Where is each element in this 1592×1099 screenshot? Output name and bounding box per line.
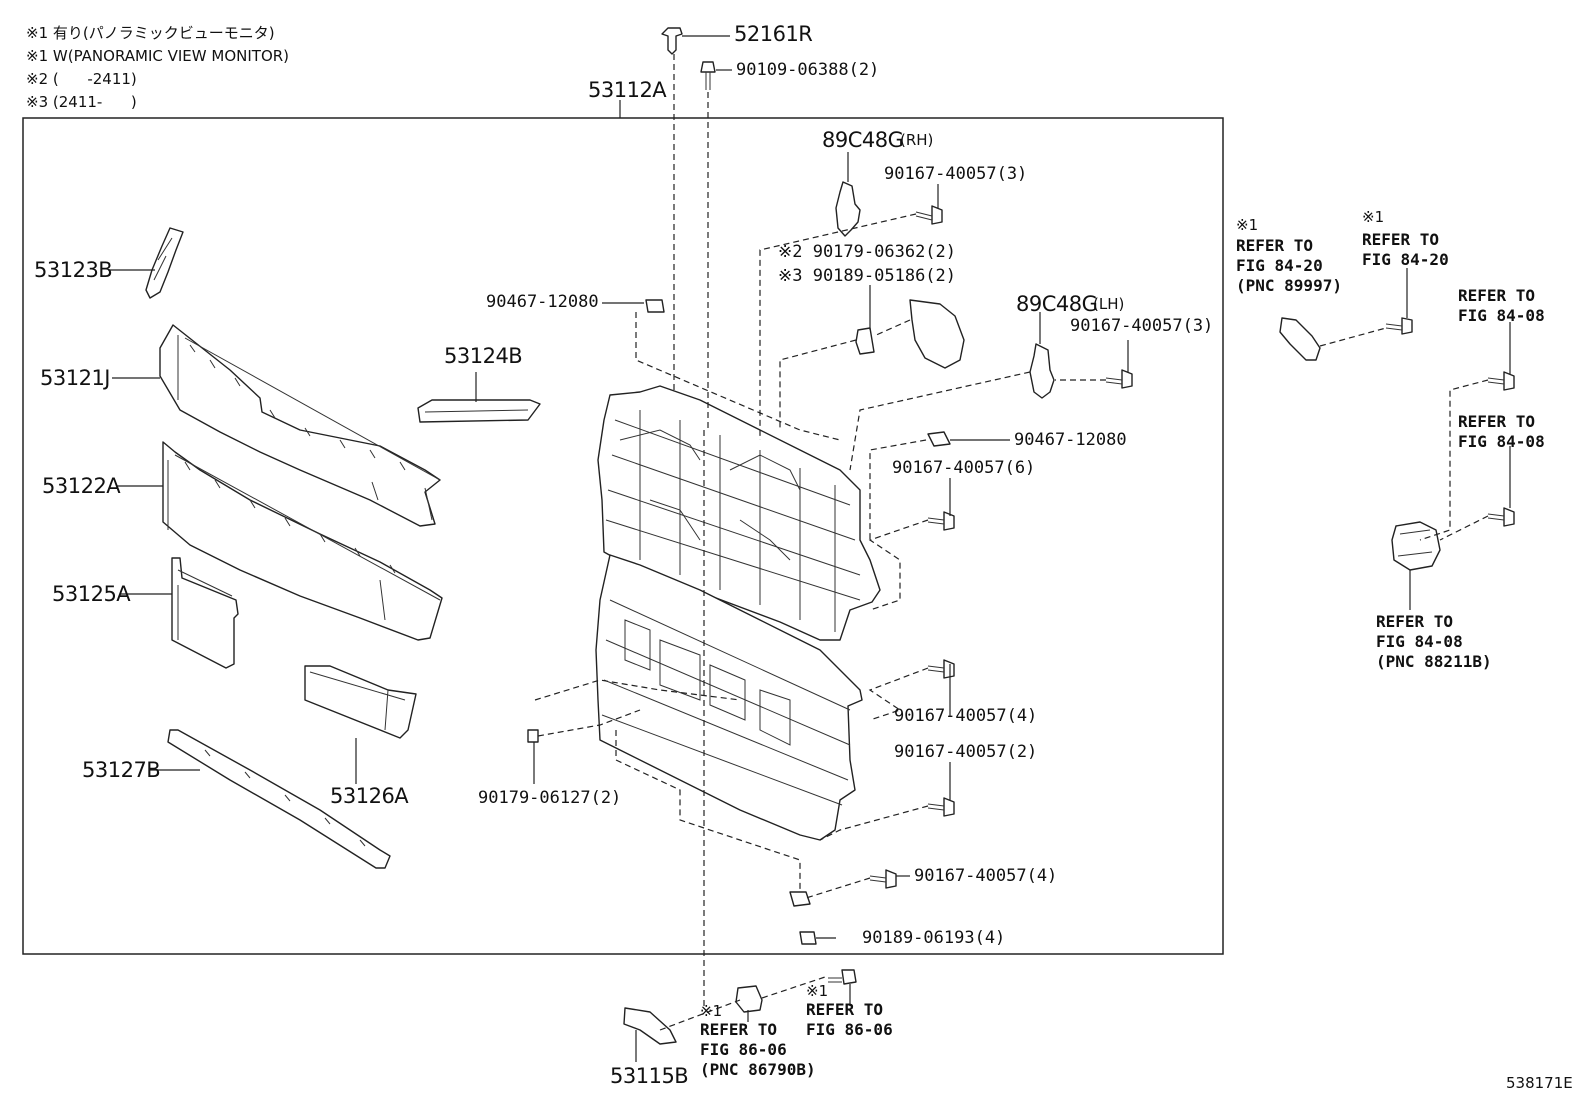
part-53127B (167, 729, 391, 869)
part-53123B (145, 227, 184, 299)
label-note2-90179: ※2 90179-06362(2) (778, 242, 957, 262)
label-53112A: 53112A (588, 78, 667, 102)
part-53126A (304, 665, 417, 739)
bracket-sensor-mount (855, 299, 965, 369)
note-3: ※2 ( -2411) (26, 70, 137, 88)
grille-panel-lower (595, 554, 863, 841)
label-90189-06193: 90189-06193(4) (862, 928, 1006, 948)
label-90167-40057-3b: 90167-40057(3) (1070, 316, 1214, 336)
label-note3-90189: ※3 90189-05186(2) (778, 266, 957, 286)
label-53127B: 53127B (82, 758, 161, 782)
label-90109-06388: 90109-06388(2) (736, 60, 880, 80)
radar-sensor-88211B (1391, 521, 1441, 571)
screw-group (527, 205, 1133, 945)
label-53122A: 53122A (42, 474, 121, 498)
clip-90467-12080-b (927, 431, 951, 447)
label-rh: (RH) (900, 131, 934, 149)
ref7-mark: ※1 (806, 982, 829, 1000)
part-53121J (159, 324, 441, 527)
label-89C48G-lh: 89C48G (1016, 292, 1098, 316)
part-53122A (162, 441, 443, 641)
assembly-lines (534, 54, 1489, 1031)
ref3-text: REFER TO FIG 84-08 (1458, 286, 1545, 325)
label-53126A: 53126A (330, 784, 409, 808)
bracket-89C48G-lh (1029, 343, 1055, 399)
label-53115B: 53115B (610, 1064, 689, 1088)
bolt-90109-06388 (700, 61, 716, 90)
label-90167-40057-6: 90167-40057(6) (892, 458, 1036, 478)
ref1-text: REFER TO FIG 84-20 (PNC 89997) (1236, 236, 1342, 295)
note-2: ※1 W(PANORAMIC VIEW MONITOR) (26, 47, 290, 65)
ref5-text: REFER TO FIG 84-08 (PNC 88211B) (1376, 612, 1492, 671)
ref6-text: REFER TO FIG 86-06 (PNC 86790B) (700, 1020, 816, 1079)
label-90167-40057-2: 90167-40057(2) (894, 742, 1038, 762)
label-90167-40057-4b: 90167-40057(4) (914, 866, 1058, 886)
leader-lines (108, 35, 1511, 1062)
sensor-89997 (1279, 317, 1321, 361)
part-53125A (171, 557, 239, 669)
label-52161R: 52161R (734, 22, 813, 46)
note-4: ※3 (2411- ) (26, 93, 137, 111)
part-53124B (417, 399, 541, 423)
ref2-text: REFER TO FIG 84-20 (1362, 230, 1449, 269)
bracket-53115B (623, 1007, 677, 1045)
label-90167-40057-4a: 90167-40057(4) (894, 706, 1038, 726)
label-53123B: 53123B (34, 258, 113, 282)
ref2-mark: ※1 (1362, 208, 1385, 226)
right-screws (1385, 317, 1515, 527)
label-90467-12080-a: 90467-12080 (486, 292, 599, 312)
ref7-text: REFER TO FIG 86-06 (806, 1000, 893, 1039)
label-89C48G-rh: 89C48G (822, 128, 904, 152)
assembly-frame (22, 117, 1224, 955)
label-90467-12080-b: 90467-12080 (1014, 430, 1127, 450)
clip-90467-12080-a (645, 299, 665, 313)
clip-52161R (661, 27, 683, 55)
camera-86790B (735, 985, 763, 1013)
ref4-text: REFER TO FIG 84-08 (1458, 412, 1545, 451)
label-90179-06127: 90179-06127(2) (478, 788, 622, 808)
label-53124B: 53124B (444, 344, 523, 368)
ref6-mark: ※1 (700, 1002, 723, 1020)
label-90167-40057-3a: 90167-40057(3) (884, 164, 1028, 184)
bracket-89C48G-rh (835, 181, 861, 237)
label-53125A: 53125A (52, 582, 131, 606)
label-lh: (LH) (1093, 295, 1125, 313)
label-53121J: 53121J (40, 366, 111, 390)
ref1-mark: ※1 (1236, 216, 1259, 234)
screw-86-06 (828, 969, 857, 985)
note-1: ※1 有り(パノラミックビューモニタ) (26, 24, 275, 42)
figure-id: 538171E (1506, 1074, 1573, 1092)
